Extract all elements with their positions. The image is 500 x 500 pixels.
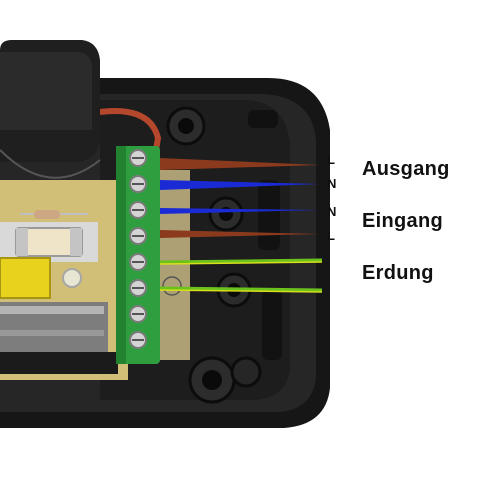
output-wire-n-label: N (327, 176, 337, 191)
resistor (34, 210, 60, 219)
input-wire-n-label: N (327, 204, 337, 219)
output-label: Ausgang (362, 158, 450, 180)
input-N-wire (160, 208, 320, 214)
input-wire-l-label: L (327, 228, 335, 243)
terminal-screws (129, 149, 147, 349)
output-N-wire (160, 180, 320, 190)
output-wire-l-label: L (327, 152, 335, 167)
output-L-wire (160, 158, 320, 170)
led (62, 268, 82, 288)
red-gasket (99, 108, 162, 151)
wire-markers (159, 158, 323, 293)
earth-wire-2 (159, 286, 323, 292)
earth-wire-1 (159, 258, 323, 264)
input-label: Eingang (362, 210, 443, 232)
input-L-wire (160, 230, 320, 238)
ground-label: Erdung (362, 262, 434, 284)
yellow-capacitor (0, 257, 51, 299)
